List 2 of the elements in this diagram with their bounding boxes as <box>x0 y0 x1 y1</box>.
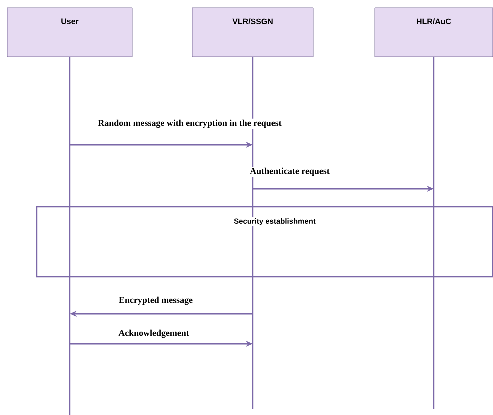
edge-label: Random message with encryption in the request <box>97 118 283 130</box>
edge-label: Authenticate request <box>249 166 331 178</box>
